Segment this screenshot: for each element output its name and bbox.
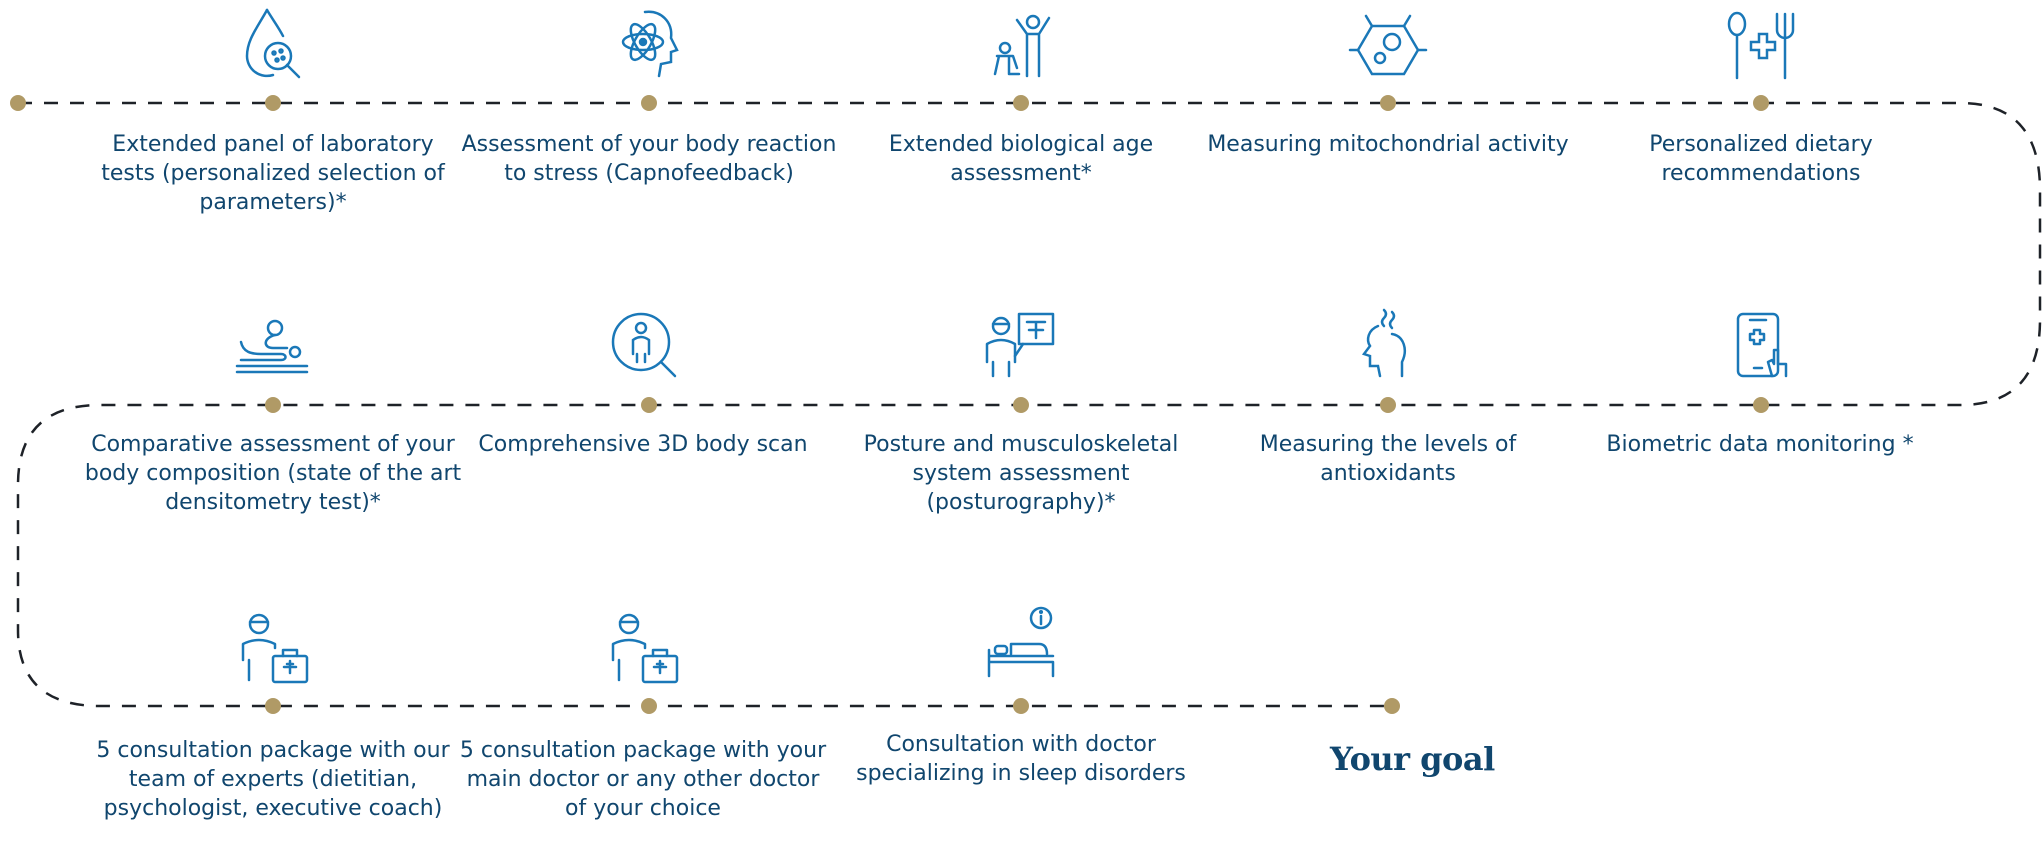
step-3: Extended biological age assessment*: [831, 0, 1211, 188]
step-10: Biometric data monitoring *: [1570, 300, 1950, 459]
step-5-label: Personalized dietary recommendations: [1649, 132, 1873, 186]
step-9-label: Measuring the levels of antioxidants: [1259, 432, 1517, 486]
step-3-dot: [1013, 95, 1029, 111]
step-1: Extended panel of laboratory tests (pers…: [83, 0, 463, 217]
step-12-dot: [641, 698, 657, 714]
step-13: Consultation with doctor specializing in…: [831, 600, 1211, 788]
step-5-dot: [1753, 95, 1769, 111]
posture-icon: [985, 312, 1055, 378]
doctor-kit-icon: [241, 613, 309, 684]
head-breath-icon: [1361, 308, 1406, 378]
goal-label: Your goal: [1330, 740, 1495, 778]
step-10-dot: [1753, 397, 1769, 413]
step-13-label: Consultation with doctor specializing in…: [856, 732, 1186, 786]
step-4: Measuring mitochondrial activity: [1198, 0, 1578, 159]
step-11: 5 consultation package with our team of …: [83, 600, 463, 823]
diet-icon: [1727, 11, 1795, 80]
step-8-label: Posture and musculoskeletal system asses…: [863, 432, 1179, 515]
brain-atom-icon: [621, 10, 679, 78]
mitochondria-icon: [1348, 14, 1428, 76]
sleep-bed-icon: [987, 606, 1055, 678]
start-dot: [10, 95, 26, 111]
step-6: Comparative assessment of your body comp…: [83, 300, 463, 517]
step-3-label: Extended biological age assessment*: [888, 132, 1154, 186]
step-13-dot: [1013, 698, 1029, 714]
step-4-dot: [1380, 95, 1396, 111]
blood-drop-icon: [245, 8, 301, 79]
step-11-label: 5 consultation package with our team of …: [96, 738, 450, 821]
step-11-dot: [265, 698, 281, 714]
step-1-label: Extended panel of laboratory tests (pers…: [101, 132, 445, 215]
step-10-label: Biometric data monitoring *: [1606, 432, 1914, 457]
step-5: Personalized dietary recommendations: [1571, 0, 1951, 188]
goal-dot: [1384, 698, 1400, 714]
body-scan-icon: [611, 312, 677, 378]
step-12-label: 5 consultation package with your main do…: [459, 738, 827, 821]
step-2-dot: [641, 95, 657, 111]
step-4-label: Measuring mitochondrial activity: [1207, 132, 1569, 157]
doctor-kit-icon: [611, 613, 679, 684]
step-7-label: Comprehensive 3D body scan: [478, 432, 808, 457]
dashed-path-line: [16, 101, 2042, 708]
step-7: Comprehensive 3D body scan: [453, 300, 833, 459]
step-8: Posture and musculoskeletal system asses…: [831, 300, 1211, 517]
step-9: Measuring the levels of antioxidants: [1198, 300, 1578, 488]
step-1-dot: [265, 95, 281, 111]
phone-health-icon: [1736, 312, 1788, 378]
step-2-label: Assessment of your body reaction to stre…: [461, 132, 837, 186]
step-8-dot: [1013, 397, 1029, 413]
step-6-label: Comparative assessment of your body comp…: [84, 432, 462, 515]
people-ages-icon: [993, 14, 1051, 78]
step-2: Assessment of your body reaction to stre…: [459, 0, 839, 188]
step-12: 5 consultation package with your main do…: [453, 600, 833, 823]
body-composition-icon: [235, 319, 309, 374]
step-7-dot: [641, 397, 657, 413]
step-6-dot: [265, 397, 281, 413]
step-9-dot: [1380, 397, 1396, 413]
